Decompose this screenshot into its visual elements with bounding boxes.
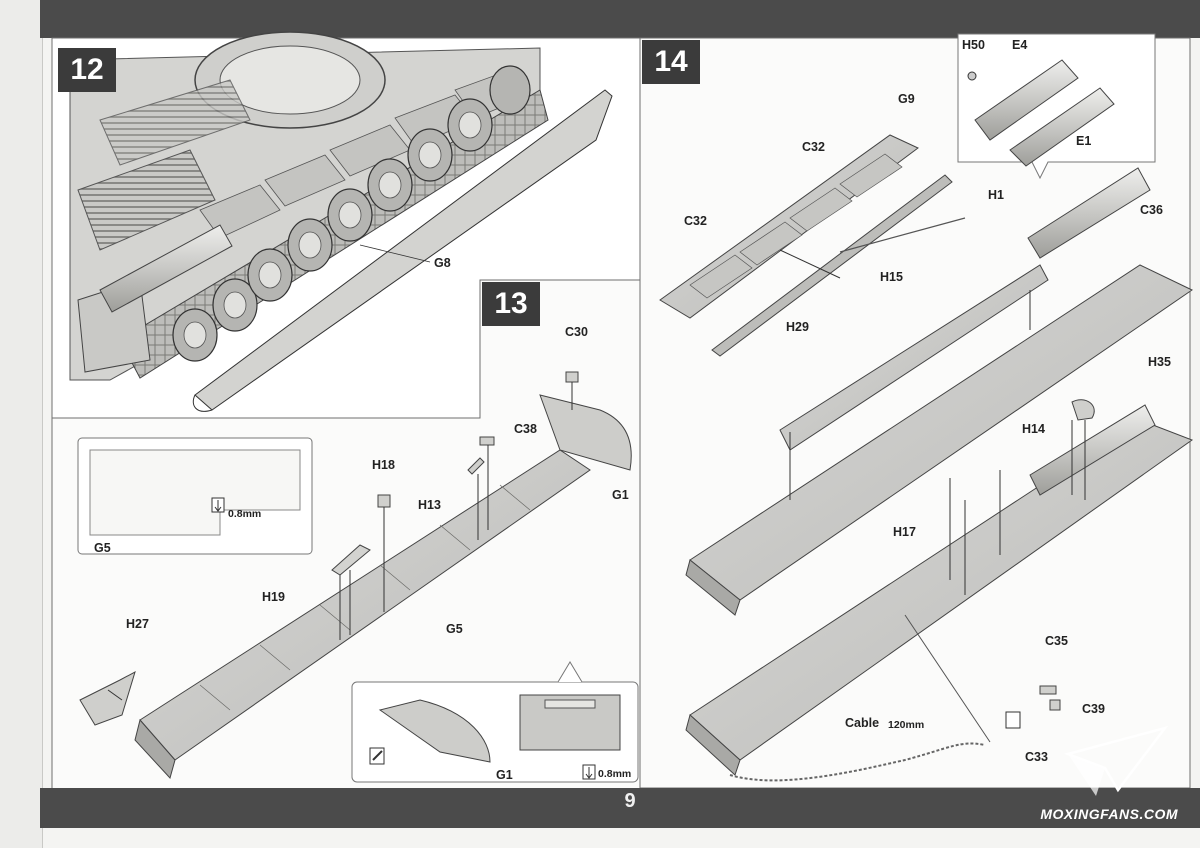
label-g8: G8 xyxy=(434,256,451,270)
label-h27: H27 xyxy=(126,617,149,631)
page-spine xyxy=(0,0,43,848)
label-e1: E1 xyxy=(1076,134,1092,148)
label-g1: G1 xyxy=(612,488,629,502)
label-h18: H18 xyxy=(372,458,395,472)
step13-panel xyxy=(51,279,641,791)
bottom-band xyxy=(40,788,1200,828)
watermark: MOXINGFANS.COM xyxy=(1040,806,1178,822)
inset-g5-drill-size: 0.8mm xyxy=(228,508,262,520)
label-c30: C30 xyxy=(565,325,588,339)
label-c35: C35 xyxy=(1045,634,1068,648)
label-cable: Cable xyxy=(845,716,880,730)
label-h35: H35 xyxy=(1148,355,1171,369)
step12-panel xyxy=(51,31,641,419)
label-c33: C33 xyxy=(1025,750,1048,764)
label-c39: C39 xyxy=(1082,702,1105,716)
top-band xyxy=(40,0,1200,38)
label-c32-top: C32 xyxy=(802,140,825,154)
label-g9: G9 xyxy=(898,92,915,106)
inset-g1-drill-size: 0.8mm xyxy=(598,768,632,780)
label-c36: C36 xyxy=(1140,203,1163,217)
step12-badge: 12 xyxy=(58,48,116,92)
label-e4: E4 xyxy=(1012,38,1028,52)
label-h1: H1 xyxy=(988,188,1004,202)
step13-badge: 13 xyxy=(482,282,540,326)
label-h29: H29 xyxy=(786,320,809,334)
page-number: 9 xyxy=(624,790,636,812)
label-g5: G5 xyxy=(446,622,463,636)
label-h19: H19 xyxy=(262,590,285,604)
label-h14: H14 xyxy=(1022,422,1045,436)
label-c32-left: C32 xyxy=(684,214,707,228)
inset-g1-label: G1 xyxy=(496,768,513,782)
inset-g5-label: G5 xyxy=(94,541,111,555)
step14-badge: 14 xyxy=(642,40,700,84)
step14-panel xyxy=(639,33,1194,789)
label-h50: H50 xyxy=(962,38,985,52)
label-cable-length: 120mm xyxy=(888,719,925,731)
label-h13: H13 xyxy=(418,498,441,512)
label-h17: H17 xyxy=(893,525,916,539)
label-h15: H15 xyxy=(880,270,903,284)
label-c38: C38 xyxy=(514,422,537,436)
